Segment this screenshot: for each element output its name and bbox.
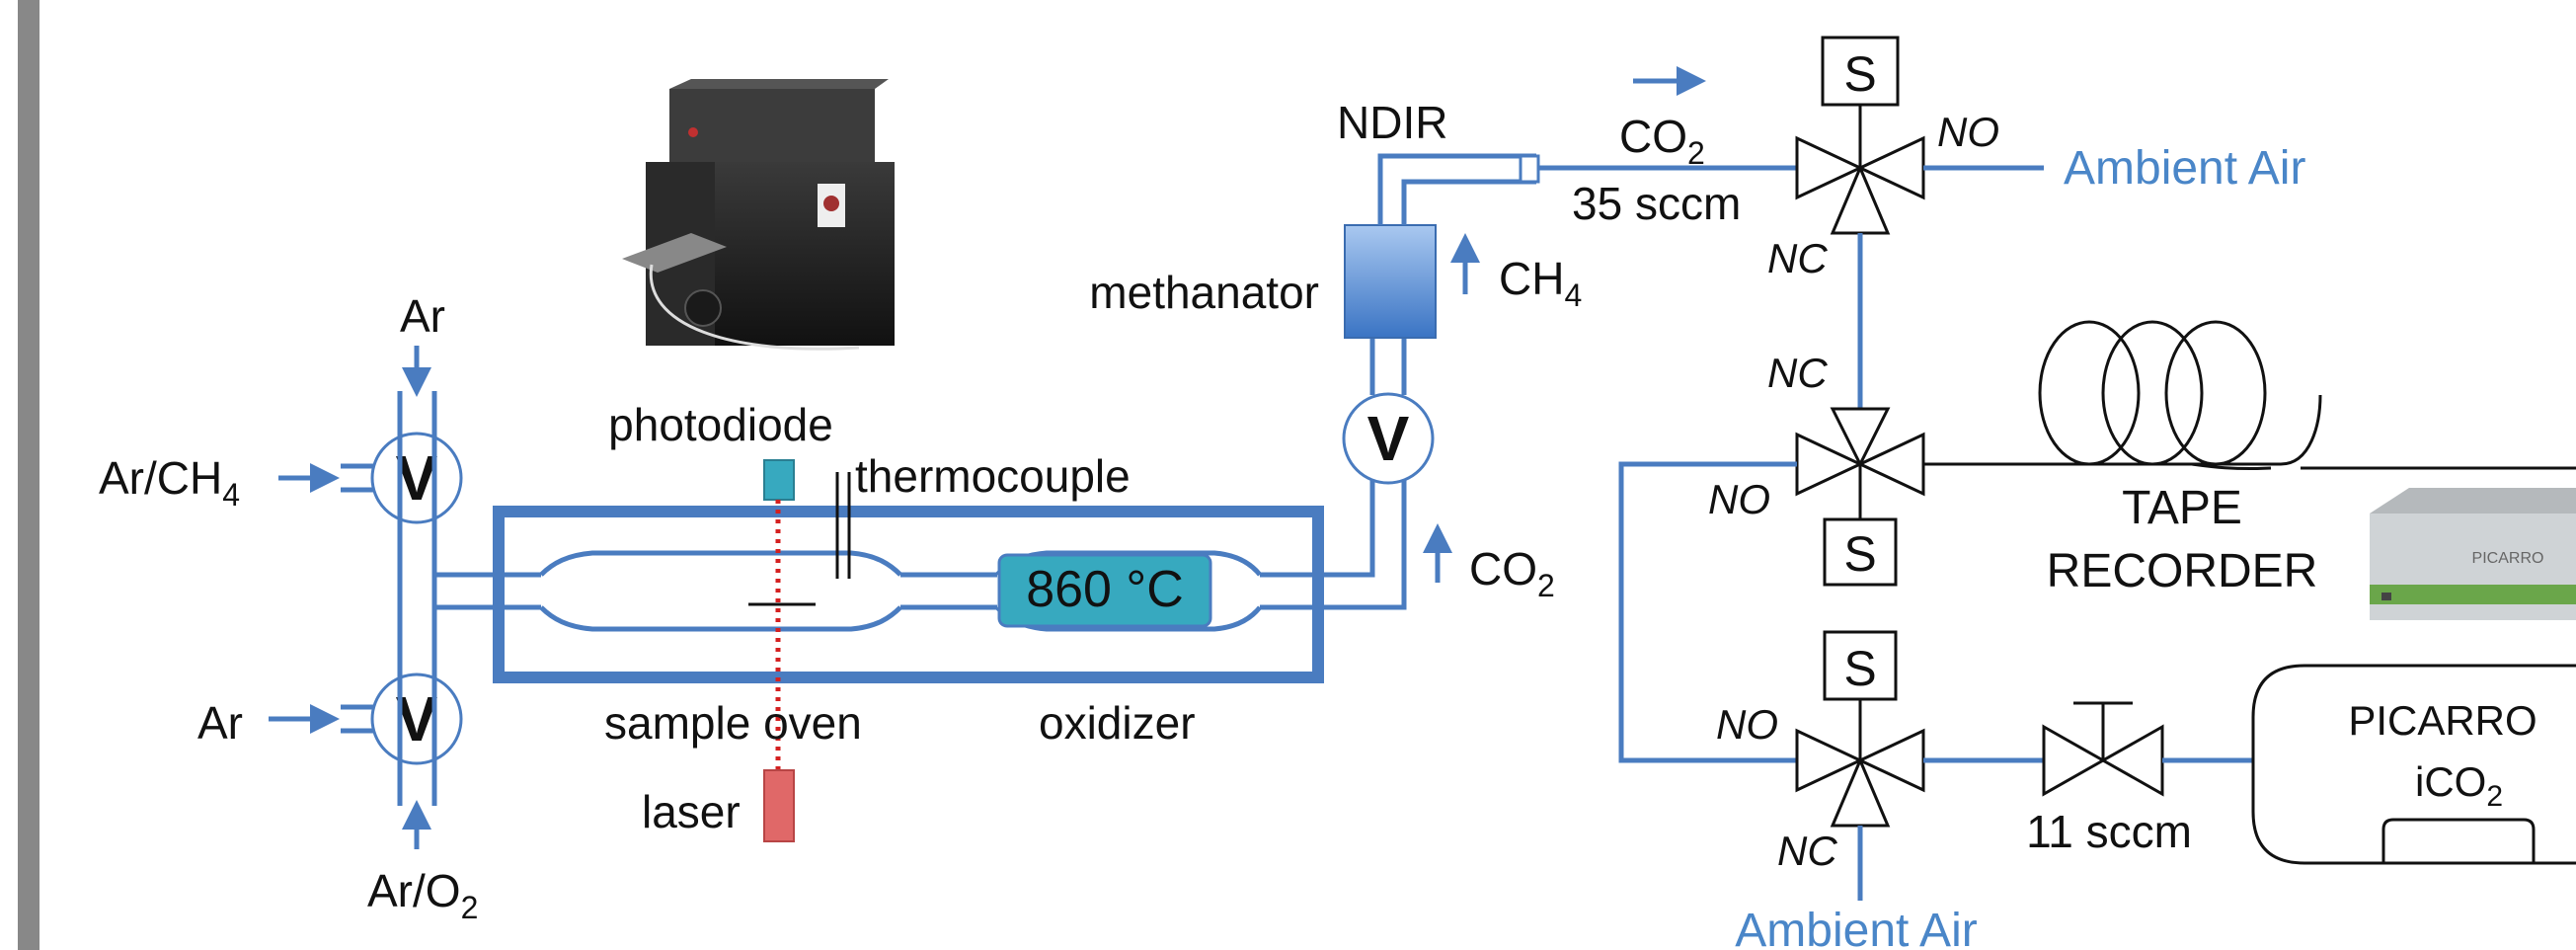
- oxidizer-to-return-valve-pipe: [1260, 476, 1375, 578]
- thermocouple-probe: [835, 472, 851, 579]
- picarro-photo-brand: PICARRO: [2472, 550, 2544, 567]
- label-tape-line1: TAPE: [2122, 482, 2242, 534]
- solenoid-bottom-label: S: [1843, 641, 1876, 696]
- label-oxidizer: oxidizer: [1039, 697, 1196, 749]
- inlet-valve-bottom[interactable]: [370, 673, 463, 765]
- return-valve[interactable]: [1342, 392, 1435, 485]
- label-co2-return: CO2: [1469, 543, 1555, 603]
- label-flow-35: 35 sccm: [1572, 178, 1741, 229]
- label-nc-bottom: NC: [1777, 828, 1837, 874]
- left-border-bar: [18, 0, 39, 950]
- sample-oven-tube: [539, 550, 902, 632]
- inlet-valve-bottom-label: V: [396, 683, 438, 754]
- label-photodiode: photodiode: [608, 399, 833, 450]
- label-laser: laser: [642, 786, 741, 837]
- tape-coil-icon: [2038, 320, 2267, 466]
- label-no-bottom: NO: [1716, 701, 1778, 748]
- label-ambient-air-bottom: Ambient Air: [1735, 905, 1977, 950]
- photodiode-icon: [763, 459, 795, 501]
- solenoid-valve-top[interactable]: S: [1795, 36, 1925, 235]
- label-no-top: NO: [1937, 109, 1999, 155]
- picarro-analyzer-box: [2251, 664, 2576, 865]
- label-co2-flow: CO2: [1619, 111, 1705, 171]
- elemental-analyzer-photo: [622, 79, 895, 351]
- needle-valve-icon[interactable]: [2042, 701, 2164, 797]
- ar-mid-feed-pipes: [341, 704, 373, 734]
- label-thermocouple: thermocouple: [855, 450, 1131, 502]
- methanator-to-ndir-pipes: [1377, 153, 1536, 225]
- solenoid-valve-bottom[interactable]: S: [1795, 630, 1925, 828]
- tape-line: [1923, 394, 2576, 471]
- co2-return-pipe: [1260, 476, 1407, 610]
- label-ar-ch4: Ar/CH4: [99, 452, 240, 513]
- oxidizer-temperature: 860 °C: [1026, 561, 1184, 618]
- label-ch4: CH4: [1499, 253, 1582, 313]
- loop-return-pipe: [1618, 461, 1797, 763]
- label-nc-mid: NC: [1767, 350, 1828, 396]
- inlet-section: V V Ar Ar/CH4 Ar Ar/O2: [99, 290, 541, 925]
- label-ambient-air-top: Ambient Air: [2064, 142, 2305, 195]
- picarro-analyzer-photo: PICARRO: [2370, 488, 2576, 620]
- inlet-valve-top[interactable]: [370, 432, 463, 524]
- label-sample-oven: sample oven: [604, 697, 862, 749]
- furnace-frame: [493, 506, 1324, 683]
- solenoid-mid-label: S: [1843, 526, 1876, 582]
- label-no-mid: NO: [1708, 476, 1770, 522]
- label-flow-11: 11 sccm: [2026, 806, 2192, 857]
- return-valve-label: V: [1367, 403, 1410, 474]
- solenoid-valve-middle[interactable]: S: [1795, 407, 1925, 587]
- inlet-vertical-pipes: [397, 391, 437, 806]
- furnace-section: 860 °C photodiode thermocouple laser sam…: [493, 399, 1324, 842]
- valve-to-oven-pipe-lower: [431, 604, 541, 681]
- oven-to-oxidizer-pipe: [900, 572, 997, 610]
- laser-icon: [763, 769, 795, 842]
- label-ndir: NDIR: [1337, 97, 1447, 148]
- label-tape-line2: RECORDER: [2047, 545, 2318, 597]
- ar-ch4-feed-pipes: [341, 463, 373, 493]
- solenoid-top-label: S: [1843, 46, 1876, 102]
- label-picarro-line2: iCO2: [2415, 758, 2503, 813]
- valve-network: CO2 35 sccm S NO NC Ambient Air NC S NO: [1538, 36, 2576, 950]
- label-picarro-line1: PICARRO: [2348, 697, 2537, 744]
- valve-to-methanator-pipes: [1369, 338, 1407, 395]
- oxidizer-heater: [997, 553, 1212, 628]
- label-ar-o2: Ar/O2: [367, 865, 478, 925]
- label-ar-mid: Ar: [197, 697, 243, 749]
- methanator-reactor: [1344, 224, 1437, 339]
- ndir-cell: [1519, 154, 1540, 184]
- label-ar-top: Ar: [400, 290, 445, 342]
- label-nc-top: NC: [1767, 235, 1828, 281]
- valve-to-oven-pipe-upper: [431, 514, 541, 578]
- picarro-port: [2381, 818, 2536, 863]
- methanator-section: V methanator CH4 CO2 NDIR: [1089, 97, 1582, 610]
- label-methanator: methanator: [1089, 267, 1319, 318]
- inlet-valve-top-label: V: [396, 442, 438, 514]
